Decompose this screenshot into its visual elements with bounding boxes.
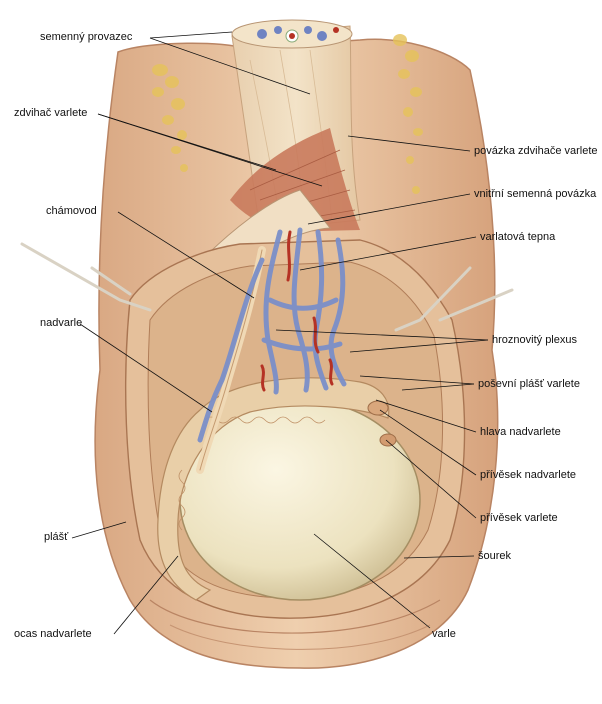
fat-lobules-left	[152, 64, 188, 172]
label-epididymis: nadvarle	[40, 317, 83, 329]
label-pampiniform-plexus: hroznovitý plexus	[492, 334, 577, 346]
leader-lines	[71, 31, 489, 635]
label-testis: varle	[432, 628, 456, 640]
cord-vessels	[257, 26, 339, 43]
label-testicular-artery: varlatová tepna	[480, 231, 556, 243]
label-appendix-of-epididymis: přívěsek nadvarlete	[480, 469, 576, 481]
scrotum-fold	[149, 599, 441, 634]
label-scrotum: šourek	[478, 550, 512, 562]
label-appendix-of-testis: přívěsek varlete	[480, 512, 558, 524]
label-tunica-vaginalis: poševní plášť varlete	[478, 378, 580, 390]
label-tail-of-epididymis: ocas nadvarlete	[14, 628, 92, 640]
label-cremaster-muscle: zdvihač varlete	[14, 107, 88, 119]
epididymis-coils	[178, 416, 326, 531]
label-spermatic-cord: semenný provazec	[40, 31, 133, 43]
appendix-testis	[379, 433, 397, 447]
retractor-hooks	[20, 242, 514, 332]
label-vas-deferens: chámovod	[46, 205, 97, 217]
label-head-of-epididymis: hlava nadvarlete	[480, 426, 561, 438]
fat-lobules-right	[393, 34, 423, 194]
label-sheath: plášť	[44, 531, 69, 543]
label-internal-spermatic-fascia: vnitřní semenná povázka	[474, 188, 597, 200]
scrotum-fold	[169, 624, 431, 650]
cremaster-muscle	[230, 128, 360, 232]
pampiniform-plexus	[197, 227, 347, 443]
testicular-artery	[260, 230, 334, 392]
label-cremasteric-fascia: povázka zdvihače varlete	[474, 145, 598, 157]
